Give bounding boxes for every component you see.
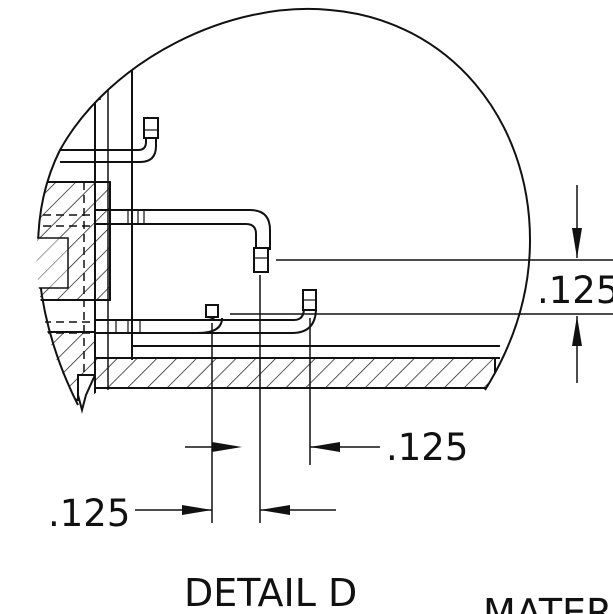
vertical-dimension-value: .125 <box>537 269 613 312</box>
horizontal-dimension-middle-value: .125 <box>386 426 468 469</box>
horizontal-dimension-middle <box>185 442 380 452</box>
horizontal-dimension-bottom <box>135 505 336 515</box>
clipped-material-label: MATER <box>483 591 612 614</box>
horizontal-dimension-bottom-value: .125 <box>48 492 130 535</box>
vertical-dimension <box>230 185 613 383</box>
detail-title: DETAIL D <box>184 571 357 614</box>
detail-geometry <box>36 30 500 401</box>
